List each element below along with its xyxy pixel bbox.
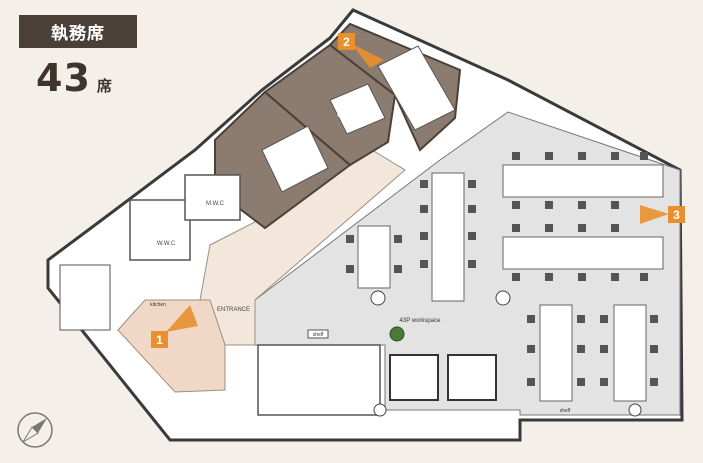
mwc-room [184, 174, 241, 221]
wwc-room [129, 199, 191, 261]
stairs-left [59, 264, 111, 331]
round-table-4 [628, 403, 642, 417]
wwc-label: W.W.C [157, 241, 176, 247]
round-table-1 [370, 290, 386, 306]
round-table-2 [495, 290, 511, 306]
meeting-table-2 [329, 83, 386, 135]
stairs-core [257, 344, 381, 416]
compass-icon [17, 412, 53, 448]
plant [389, 326, 405, 342]
entrance-label: ENTRANCE [217, 307, 250, 313]
meeting-table-3 [377, 45, 456, 131]
desk-block-b [357, 225, 391, 289]
shelf-1-label: shelf [313, 332, 324, 338]
marker-2-label: 2 [343, 35, 350, 49]
marker-1-label: 1 [156, 333, 163, 347]
view-cone-1 [166, 305, 198, 332]
desk-block-f [613, 304, 647, 402]
shelf-2-label: shelf [560, 408, 571, 414]
desk-block-e [539, 304, 573, 402]
workspace-label: 43P workspace [400, 318, 442, 324]
marker-2 [338, 33, 355, 50]
meeting-room-2 [263, 43, 397, 167]
chairs [346, 152, 658, 386]
title-badge: 執務席 [19, 15, 137, 48]
round-table-3 [373, 403, 387, 417]
desk-block-a [431, 172, 465, 302]
view-cone-3 [640, 205, 669, 224]
marker-3-label: 3 [673, 208, 680, 222]
desk-block-c [502, 164, 664, 198]
marker-3 [668, 206, 685, 223]
meeting-table-1 [261, 125, 329, 193]
elevator-1 [389, 354, 439, 401]
seat-count: 43 席 [36, 56, 112, 100]
elevator-2 [447, 354, 497, 401]
view-cone-2 [352, 44, 384, 68]
desk-block-d [502, 236, 664, 270]
marker-1 [151, 331, 168, 348]
title-text: 執務席 [51, 24, 105, 44]
mwc-label: M.W.C [206, 201, 225, 207]
seat-count-unit: 席 [96, 77, 112, 95]
kitchen-label: kitchen [150, 302, 166, 308]
seat-count-number: 43 [36, 56, 91, 100]
entrance-area [117, 299, 226, 393]
shelf-1 [307, 329, 329, 339]
